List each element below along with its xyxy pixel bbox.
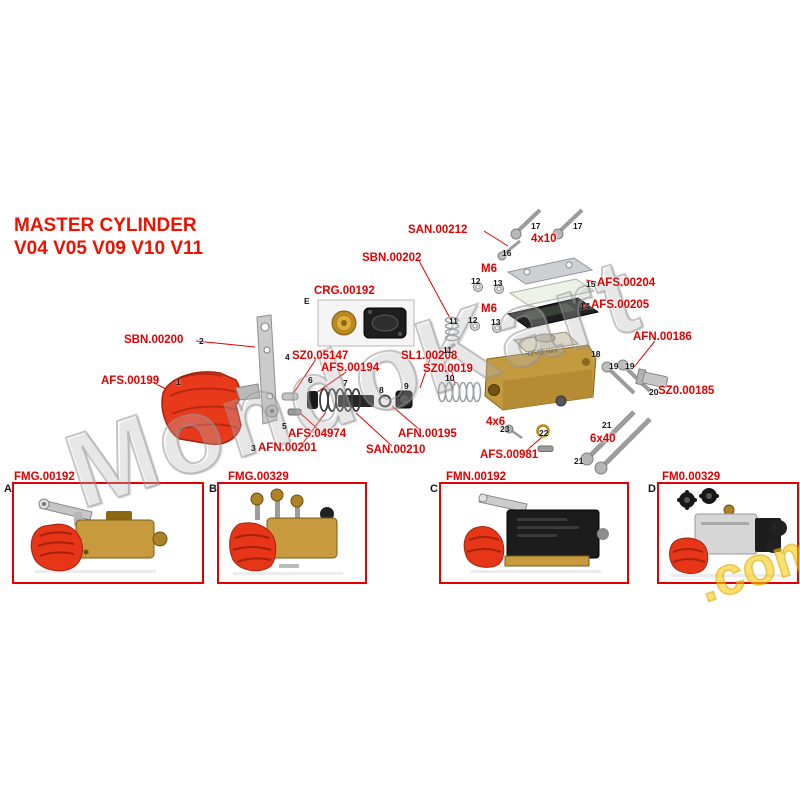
part-label: AFS.04974 <box>288 428 347 440</box>
callout-number: 21 <box>574 456 584 466</box>
callout-number: 14 <box>580 301 590 311</box>
part-label: M6 <box>481 303 497 315</box>
callout-number: 23 <box>500 424 510 434</box>
piston-assembly <box>287 316 482 416</box>
part-label: AFN.00201 <box>258 442 317 454</box>
part-label: 4x10 <box>531 233 557 245</box>
callout-number: 8 <box>379 385 384 395</box>
box-label-a: FMG.00192 <box>14 471 75 483</box>
part-label: AFS.00981 <box>480 449 539 461</box>
part-label: CRG.00192 <box>314 285 375 297</box>
callout-number: 5 <box>282 421 287 431</box>
callout-number: 20 <box>649 387 659 397</box>
callout-number: 17 <box>531 221 541 231</box>
part-label: SL1.00208 <box>401 350 458 362</box>
callout-number: 11 <box>443 345 452 355</box>
product-photo-fmn00192 <box>439 482 629 584</box>
callout-number: 18 <box>591 349 601 359</box>
part-label: AFS.00194 <box>321 362 380 374</box>
callout-number: E <box>304 296 310 306</box>
box-letter-b: B <box>209 483 217 495</box>
photo-a-drawing <box>30 498 168 573</box>
product-photo-fmg00329 <box>217 482 367 584</box>
title-line2: V04 V05 V09 V10 V11 <box>14 238 204 259</box>
part-label: AFS.00205 <box>591 299 650 311</box>
photo-d-drawing <box>669 488 787 577</box>
box-label-c: FMN.00192 <box>446 471 507 483</box>
leader-lines <box>149 230 656 453</box>
callout-number: 13 <box>491 317 501 327</box>
callout-number: 1 <box>176 377 181 387</box>
box-letter-c: C <box>430 483 438 495</box>
part-label: SAN.00212 <box>408 224 468 236</box>
top-screws <box>497 208 584 261</box>
part-label: SZ0.05147 <box>292 350 349 362</box>
callout-number: 3 <box>251 443 256 453</box>
photo-b-drawing <box>229 488 343 575</box>
part-label: AFN.00186 <box>633 331 692 343</box>
callout-number: 19 <box>625 361 635 371</box>
page-title: MASTER CYLINDER V04 V05 V09 V10 V11 <box>14 214 203 260</box>
part-label: 6x40 <box>590 433 616 445</box>
callout-number: 12 <box>468 315 478 325</box>
callout-number: 12 <box>471 276 481 286</box>
box-letter-a: A <box>4 483 12 495</box>
photo-c-drawing <box>463 493 609 573</box>
part-label: AFS.00199 <box>101 375 160 387</box>
callout-number: 7 <box>343 378 348 388</box>
callout-number: 15 <box>586 279 596 289</box>
callout-number: 22 <box>539 428 549 438</box>
part-label: SBN.00202 <box>362 252 422 264</box>
callout-number: 17 <box>573 221 583 231</box>
title-line1: MASTER CYLINDER <box>14 215 197 236</box>
m6-washers <box>470 282 504 333</box>
callout-number: 9 <box>404 381 409 391</box>
callout-number: 21 <box>602 420 612 430</box>
part-label: AFN.00195 <box>398 428 457 440</box>
cover-plate-stack <box>506 257 600 329</box>
callout-number: 6 <box>308 375 313 385</box>
callout-number: 19 <box>609 361 619 371</box>
callout-number: 11 <box>449 316 458 326</box>
part-label: SZ0.00185 <box>658 385 715 397</box>
cylinder-body: LEVEL MAX <box>484 331 597 411</box>
part-label: SZ0.0019 <box>423 363 473 375</box>
rubber-boot <box>161 371 261 446</box>
lever-bracket <box>256 314 299 425</box>
box-label-b: FMG.00329 <box>228 471 289 483</box>
callout-number: 4 <box>285 352 290 362</box>
callout-number: 10 <box>445 373 455 383</box>
product-photo-fmg00192 <box>12 482 204 584</box>
crg-kit-inset <box>317 299 415 347</box>
mounting-screws <box>504 410 652 475</box>
product-photo-fm000329 <box>657 482 799 584</box>
part-label: SAN.00210 <box>366 444 426 456</box>
callout-number: 2 <box>199 336 204 346</box>
part-label: M6 <box>481 263 497 275</box>
side-screws <box>601 359 669 395</box>
box-letter-d: D <box>648 483 656 495</box>
part-label: AFS.00204 <box>597 277 656 289</box>
part-label: 4x6 <box>486 416 506 428</box>
cylinder-marking: LEVEL MAX <box>528 348 559 358</box>
part-label: SBN.00200 <box>124 334 184 346</box>
box-label-d: FM0.00329 <box>662 471 721 483</box>
callout-number: 13 <box>493 278 503 288</box>
callout-number: 16 <box>502 248 512 258</box>
